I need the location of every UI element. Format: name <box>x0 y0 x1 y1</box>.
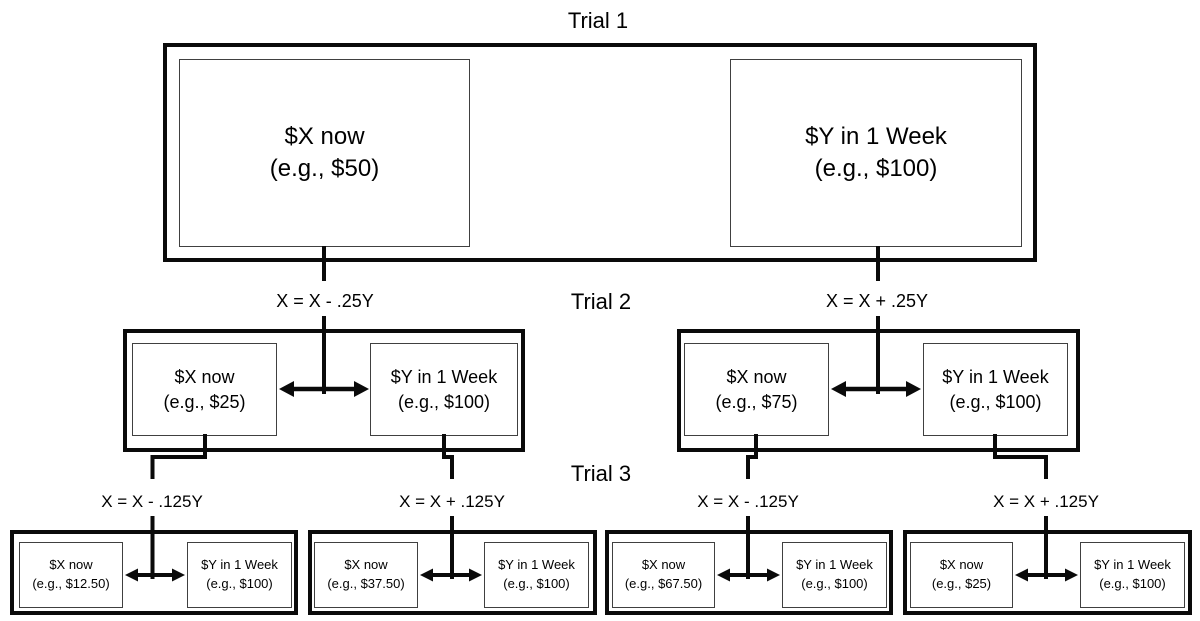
option-amount: $X now <box>344 557 388 573</box>
trial3-title: Trial 3 <box>570 461 632 486</box>
trial2-right-rule-label: X = X + .25Y <box>825 291 929 311</box>
option-example: (e.g., $50) <box>269 155 380 182</box>
bidirectional-arrow <box>279 381 369 397</box>
option-example: (e.g., $100) <box>1099 576 1166 591</box>
bidirectional-arrow <box>1015 568 1078 582</box>
bidirectional-arrow <box>125 568 185 582</box>
option-amount: $X now <box>49 557 93 573</box>
elbow-connector <box>993 434 1048 479</box>
option-example: (e.g., $25) <box>931 576 992 591</box>
option-amount: $Y in 1 Week <box>805 122 947 150</box>
option-example: (e.g., $100) <box>949 391 1042 412</box>
option-amount: $Y in 1 Week <box>942 367 1049 388</box>
elbow-connector <box>746 434 758 479</box>
option-amount: $X now <box>726 367 787 388</box>
connector-lines <box>150 246 1048 579</box>
trial2-left-rule-label: X = X - .25Y <box>276 291 374 311</box>
trial3-rule-label-2: X = X + .125Y <box>399 492 505 511</box>
trial3-rule-label-3: X = X - .125Y <box>697 492 799 511</box>
elbow-connector <box>442 434 454 479</box>
option-example: (e.g., $25) <box>163 391 246 412</box>
trial3-rule-label-1: X = X - .125Y <box>101 492 203 511</box>
trial3-box1-delayed-option: $Y in 1 Week (e.g., $100) <box>187 542 292 608</box>
option-example: (e.g., $12.50) <box>32 576 110 591</box>
option-example: (e.g., $100) <box>801 576 868 591</box>
option-example: (e.g., $75) <box>715 391 798 412</box>
trial1-immediate-option: $X now (e.g., $50) <box>179 59 470 247</box>
option-amount: $Y in 1 Week <box>390 367 498 388</box>
trial2-right-immediate-option: $X now (e.g., $75) <box>684 343 829 436</box>
trial1-frame <box>163 43 1037 262</box>
trial3-box3-immediate-option: $X now (e.g., $67.50) <box>612 542 715 608</box>
trial3-box4-delayed-option: $Y in 1 Week (e.g., $100) <box>1080 542 1185 608</box>
trial3-box3-delayed-option: $Y in 1 Week (e.g., $100) <box>782 542 887 608</box>
option-amount: $X now <box>284 122 365 150</box>
trial2-title: Trial 2 <box>570 289 632 314</box>
option-example: (e.g., $100) <box>503 576 570 591</box>
option-example: (e.g., $100) <box>206 576 273 591</box>
trial3-box2-immediate-option: $X now (e.g., $37.50) <box>314 542 418 608</box>
option-amount: $Y in 1 Week <box>498 557 575 573</box>
option-amount: $Y in 1 Week <box>796 557 873 573</box>
trial3-box1-immediate-option: $X now (e.g., $12.50) <box>19 542 123 608</box>
bidirectional-arrow <box>717 568 780 582</box>
option-example: (e.g., $37.50) <box>327 576 405 591</box>
option-example: (e.g., $100) <box>814 155 938 182</box>
bidirectional-arrow <box>831 381 921 397</box>
trial1-delayed-option: $Y in 1 Week (e.g., $100) <box>730 59 1022 247</box>
option-amount: $Y in 1 Week <box>1094 557 1171 573</box>
trial2-right-delayed-option: $Y in 1 Week (e.g., $100) <box>923 343 1068 436</box>
elbow-connector <box>150 434 207 479</box>
option-amount: $X now <box>939 557 984 573</box>
trial2-left-immediate-option: $X now (e.g., $25) <box>132 343 277 436</box>
trial1-title: Trial 1 <box>567 8 629 33</box>
option-amount: $X now <box>641 557 686 573</box>
option-amount: $Y in 1 Week <box>201 557 278 573</box>
option-amount: $X now <box>174 367 235 388</box>
option-example: (e.g., $67.50) <box>624 576 703 591</box>
trial3-box4-immediate-option: $X now (e.g., $25) <box>910 542 1013 608</box>
bidirectional-arrow <box>420 568 482 582</box>
trial3-rule-label-4: X = X + .125Y <box>993 492 1099 511</box>
option-example: (e.g., $100) <box>397 391 491 412</box>
trial3-box2-delayed-option: $Y in 1 Week (e.g., $100) <box>484 542 589 608</box>
